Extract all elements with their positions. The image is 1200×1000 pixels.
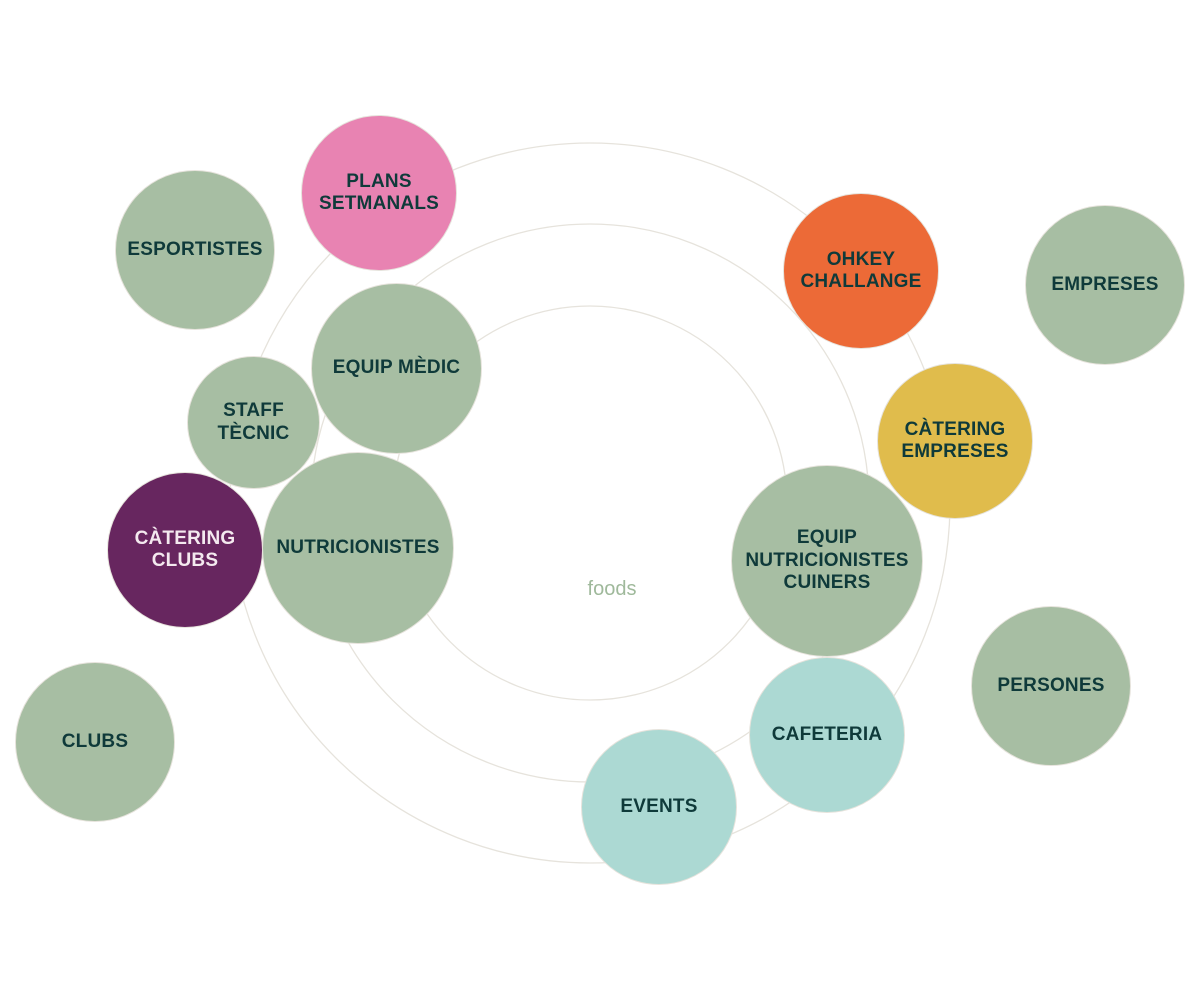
bubble-catering-empreses[interactable]: CÀTERING EMPRESES [877, 363, 1033, 519]
bubble-staff-tecnic[interactable]: STAFF TÈCNIC [187, 356, 320, 489]
bubble-label-ohkey-challange: OHKEY CHALLANGE [800, 248, 922, 292]
bubble-label-esportistes: ESPORTISTES [127, 238, 263, 260]
bubble-ohkey-challange[interactable]: OHKEY CHALLANGE [783, 193, 939, 349]
bubble-label-staff-tecnic: STAFF TÈCNIC [217, 400, 290, 444]
bubble-plans-setmanals[interactable]: PLANS SETMANALS [301, 115, 457, 271]
bubble-persones[interactable]: PERSONES [971, 606, 1131, 766]
bubble-equip-nutricionistes-cuiners[interactable]: EQUIP NUTRICIONISTES CUINERS [731, 465, 923, 657]
bubble-label-catering-empreses: CÀTERING EMPRESES [901, 418, 1009, 462]
bubble-label-cafeteria: CAFETERIA [771, 723, 883, 745]
bubble-label-catering-clubs: CÀTERING CLUBS [134, 527, 236, 571]
bubble-label-persones: PERSONES [997, 674, 1105, 696]
bubble-label-clubs: CLUBS [61, 730, 129, 752]
bubble-catering-clubs[interactable]: CÀTERING CLUBS [107, 472, 263, 628]
bubble-label-nutricionistes: NUTRICIONISTES [276, 536, 440, 558]
bubble-label-plans-setmanals: PLANS SETMANALS [318, 170, 440, 214]
bubble-label-equip-medic: EQUIP MÈDIC [332, 357, 461, 379]
bubble-label-equip-nutricionistes-cuiners: EQUIP NUTRICIONISTES CUINERS [745, 527, 909, 594]
bubble-clubs[interactable]: CLUBS [15, 662, 175, 822]
bubble-cafeteria[interactable]: CAFETERIA [749, 657, 905, 813]
center-label: foods [587, 578, 637, 600]
bubble-esportistes[interactable]: ESPORTISTES [115, 170, 275, 330]
bubble-events[interactable]: EVENTS [581, 729, 737, 885]
bubble-nutricionistes[interactable]: NUTRICIONISTES [262, 452, 454, 644]
bubble-equip-medic[interactable]: EQUIP MÈDIC [311, 283, 482, 454]
bubble-empreses[interactable]: EMPRESES [1025, 205, 1185, 365]
bubble-label-empreses: EMPRESES [1051, 273, 1159, 295]
bubble-label-events: EVENTS [620, 795, 698, 817]
